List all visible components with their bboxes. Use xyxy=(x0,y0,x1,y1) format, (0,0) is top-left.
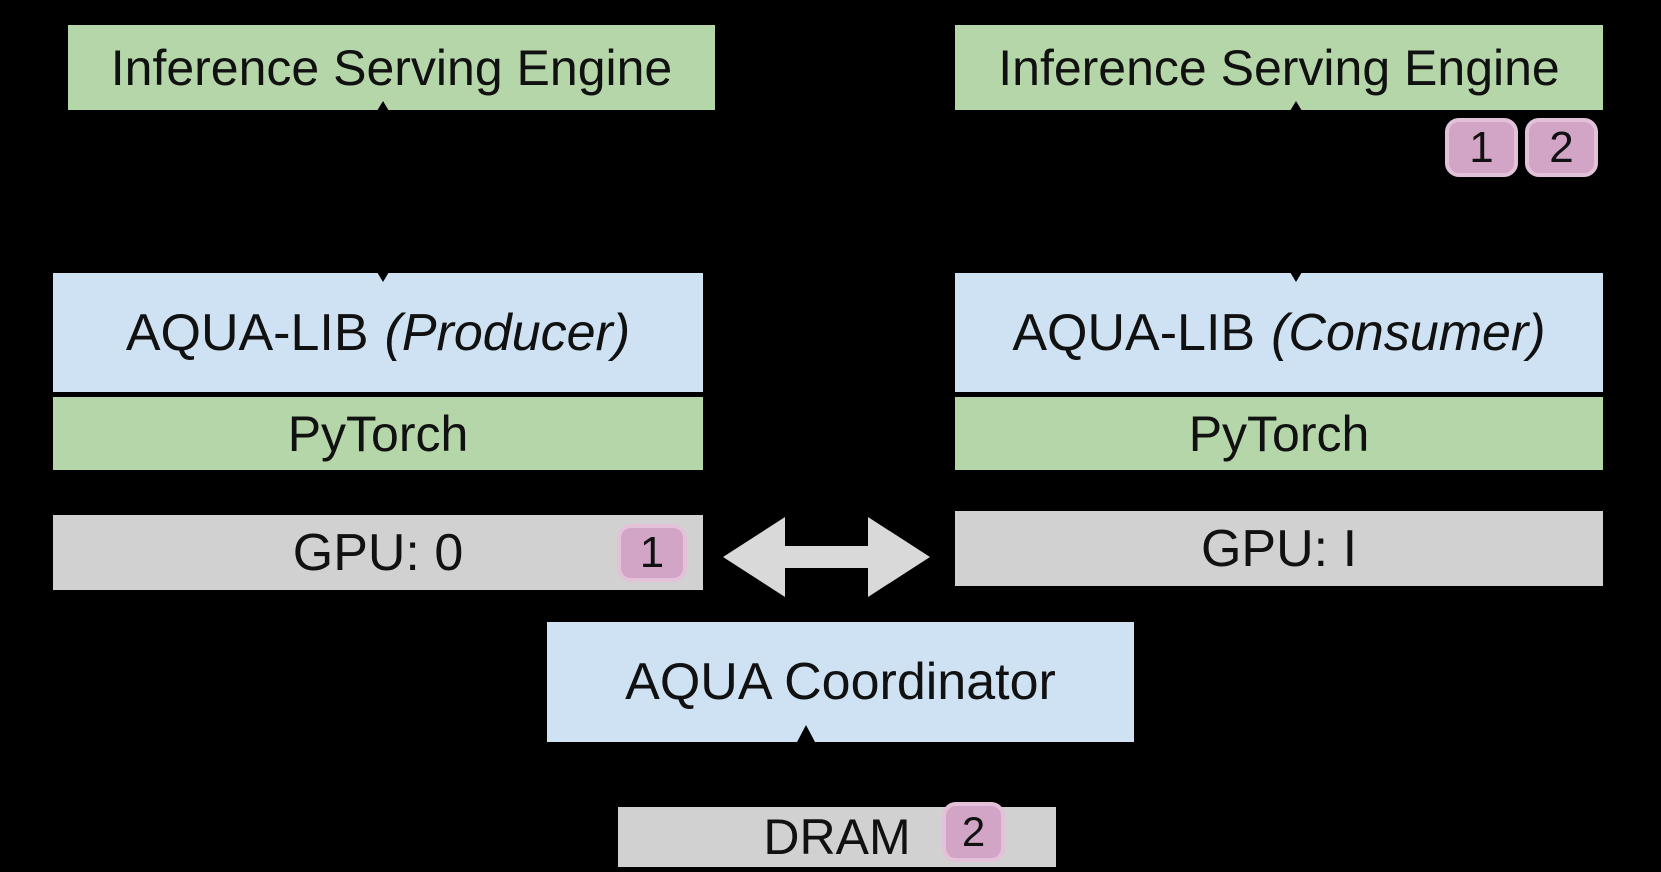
aqua-coordinator-box: AQUA Coordinator xyxy=(547,622,1134,742)
inference-engine-producer-box: Inference Serving Engine xyxy=(68,25,715,110)
inference-engine-consumer-box: Inference Serving Engine xyxy=(955,25,1603,110)
connector-line xyxy=(382,105,384,277)
aqua-coordinator-label: AQUA Coordinator xyxy=(625,653,1056,711)
gpu0-step-badge-number: 1 xyxy=(639,528,665,577)
aqua-lib-consumer-label: AQUA-LIB xyxy=(1012,303,1256,362)
inference-engine-consumer-label: Inference Serving Engine xyxy=(998,39,1560,96)
pytorch-consumer-label: PyTorch xyxy=(1188,405,1370,462)
pytorch-producer-label: PyTorch xyxy=(287,405,469,462)
gpu-arrow-left-head-icon xyxy=(723,517,785,597)
pytorch-consumer-box: PyTorch xyxy=(955,397,1603,470)
gpu-arrow-shaft xyxy=(778,546,875,568)
gpu0-label: GPU: 0 xyxy=(292,523,464,582)
connector-line xyxy=(1295,105,1297,277)
dram-step-badge: 2 xyxy=(942,802,1005,862)
connector-down-arrowhead-icon xyxy=(377,272,389,282)
aqua-lib-consumer-role: (Consumer) xyxy=(1271,303,1546,362)
aqua-lib-producer-box: AQUA-LIB (Producer) xyxy=(53,273,703,392)
gpu1-label: GPU: I xyxy=(1200,519,1358,578)
arrow-shaft xyxy=(804,730,808,810)
gpu0-step-badge: 1 xyxy=(617,524,687,582)
gpu-arrow-right-head-icon xyxy=(868,517,930,597)
dram-label: DRAM xyxy=(763,809,911,865)
inference-engine-producer-label: Inference Serving Engine xyxy=(110,39,673,96)
step-badge-2-number: 2 xyxy=(1549,122,1574,172)
aqua-lib-consumer-box: AQUA-LIB (Consumer) xyxy=(955,273,1603,392)
aqua-lib-producer-role: (Producer) xyxy=(384,303,631,362)
aqua-lib-producer-label: AQUA-LIB xyxy=(125,303,369,362)
gpu0-box: GPU: 0 1 xyxy=(53,515,703,590)
pytorch-producer-box: PyTorch xyxy=(53,397,703,470)
gpu1-box: GPU: I xyxy=(955,511,1603,586)
connector-down-arrowhead-icon xyxy=(1290,272,1302,282)
step-badge-1-number: 1 xyxy=(1469,122,1494,172)
dram-step-badge-number: 2 xyxy=(961,808,986,855)
step-badge-2: 2 xyxy=(1525,118,1598,177)
step-badge-1: 1 xyxy=(1445,118,1518,177)
